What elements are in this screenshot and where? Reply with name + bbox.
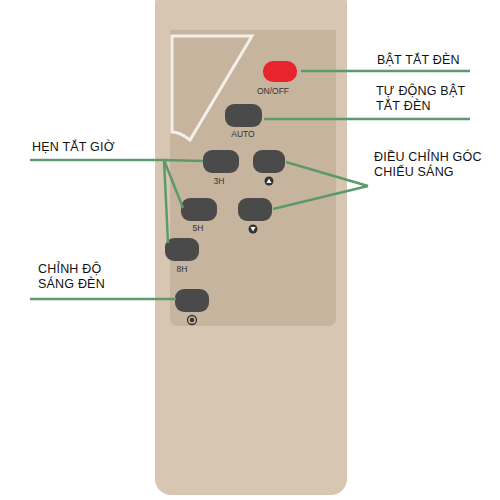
up-button <box>253 150 285 173</box>
callout-label: TỰ ĐỘNG BẬT TẮT ĐÈN <box>376 84 466 114</box>
up-arrow <box>267 179 272 184</box>
button-label: ON/OFF <box>250 86 296 96</box>
5h-button <box>181 198 217 221</box>
remote-body <box>155 0 347 495</box>
brightness-button <box>175 289 209 312</box>
leader-lines <box>30 71 470 299</box>
button-label: 3H <box>199 176 239 186</box>
callout-label: ĐIỀU CHỈNH GÓC CHIẾU SÁNG <box>374 150 494 180</box>
leader-line <box>30 298 176 301</box>
leader-line <box>301 70 470 73</box>
brightness-dot <box>190 318 194 322</box>
down-button <box>238 198 272 221</box>
up-symbol <box>265 177 274 186</box>
down-arrow <box>251 227 256 232</box>
brightness-symbol <box>188 316 197 325</box>
leader-line <box>30 160 203 243</box>
callout-label: BẬT TẮT ĐÈN <box>377 53 497 68</box>
inner-panel <box>170 30 336 326</box>
3h-button <box>203 150 239 173</box>
onoff-button <box>263 61 297 82</box>
auto-button <box>225 104 262 127</box>
callout-label: CHỈNH ĐỘ SÁNG ĐÈN <box>38 262 138 292</box>
leader-line <box>264 118 470 121</box>
button-label: 5H <box>178 223 218 233</box>
leader-line <box>273 162 368 209</box>
down-symbol <box>249 225 258 234</box>
button-label: AUTO <box>220 129 266 139</box>
button-label: 8H <box>162 264 202 274</box>
callout-label: HẸN TẮT GIỜ <box>32 140 162 155</box>
8h-button <box>165 238 199 261</box>
